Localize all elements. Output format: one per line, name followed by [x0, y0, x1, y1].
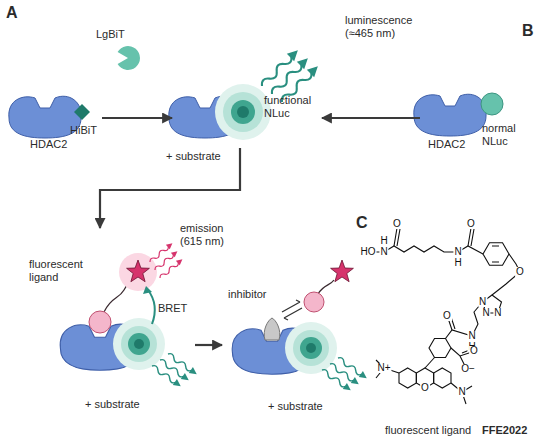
atom-label: N [467, 331, 476, 341]
emission-waves [148, 241, 184, 280]
luminescence-waves [150, 351, 199, 389]
hibit-tag [134, 339, 144, 349]
hibit-tag [237, 106, 249, 118]
node-label: normal NLuc [482, 122, 520, 148]
annotation-text: + substrate [166, 150, 221, 163]
atom-label: N [481, 308, 490, 318]
hibit-tag [74, 104, 90, 120]
protein-complex: HDAC2 normal NLuc [420, 82, 522, 158]
protein-complex: HDAC2 [10, 90, 102, 154]
protein-complex: fluorescent ligand [25, 228, 195, 368]
annotation-text: FFE2022 [482, 424, 527, 437]
lgbit-fragment [118, 46, 140, 70]
node-label: HDAC2 [30, 138, 67, 151]
atom-label: N [493, 308, 502, 318]
nluc-complex [300, 337, 322, 359]
luminescence-glow [285, 322, 337, 374]
bret-arrowhead [143, 286, 152, 294]
annotation-text: BRET [158, 302, 187, 315]
ligand-head [89, 311, 111, 333]
atom-label: O [466, 219, 476, 229]
bret-arrow [148, 290, 155, 324]
panel-letter: B [522, 22, 534, 40]
atom-label: N [478, 297, 487, 307]
flow-arrow [102, 117, 172, 119]
annotation-text: HiBiT [70, 124, 97, 137]
chemical-structure [368, 228, 520, 404]
fluorophore-star [127, 260, 150, 282]
node-label: fluorescent ligand [29, 258, 91, 284]
luminescence-glow [113, 318, 165, 370]
annotation-text: LgBiT [96, 28, 125, 41]
inhibitor-molecule [264, 318, 280, 340]
hibit-tag [306, 343, 316, 353]
atom-label: HO [360, 247, 377, 257]
equilibrium-arrows [282, 300, 302, 320]
atom-label: N+ [376, 363, 391, 373]
atom-label: O [392, 219, 402, 229]
luminescence-glow [121, 326, 157, 362]
nluc-complex [128, 333, 150, 355]
panel-letter: C [356, 214, 368, 232]
hdac2-protein [414, 94, 486, 136]
node-label: HDAC2 [428, 138, 465, 151]
atom-label: H [453, 258, 462, 268]
protein-complex: functional NLuc [172, 70, 322, 148]
annotation-text: luminescence (≈465 nm) [345, 14, 427, 40]
flow-arrow [100, 148, 240, 228]
atom-label: N [379, 247, 388, 257]
atom-label: N [453, 247, 462, 257]
panel-letter: A [6, 4, 18, 22]
luminescence-glow [293, 330, 329, 366]
luminescence-glow [223, 92, 263, 132]
luminescence-waves [320, 355, 369, 393]
atom-label: O [515, 267, 525, 277]
luminescence-glow [215, 84, 271, 140]
atom-label: O [469, 346, 479, 356]
protein-complex: inhibitor [222, 286, 362, 386]
nluc-normal [481, 93, 503, 115]
annotation-text: + substrate [268, 400, 323, 413]
nluc-complex [231, 100, 255, 124]
ligand-head [304, 292, 324, 312]
flow-arrow [195, 344, 222, 346]
flow-arrow [322, 117, 420, 119]
atom-label: O [420, 383, 430, 393]
annotation-text: emission (615 nm) [180, 222, 235, 248]
ligand-tether [318, 280, 334, 294]
annotation-text: + substrate [85, 398, 140, 411]
node-label: inhibitor [228, 288, 267, 301]
atom-label: O− [460, 364, 476, 374]
atom-label: O [442, 311, 452, 321]
atom-label: H [379, 236, 388, 246]
atom-label: N [457, 387, 466, 397]
fluorophore-star [331, 260, 354, 282]
node-label: functional NLuc [264, 94, 319, 120]
annotation-text: fluorescent ligand [385, 424, 471, 437]
